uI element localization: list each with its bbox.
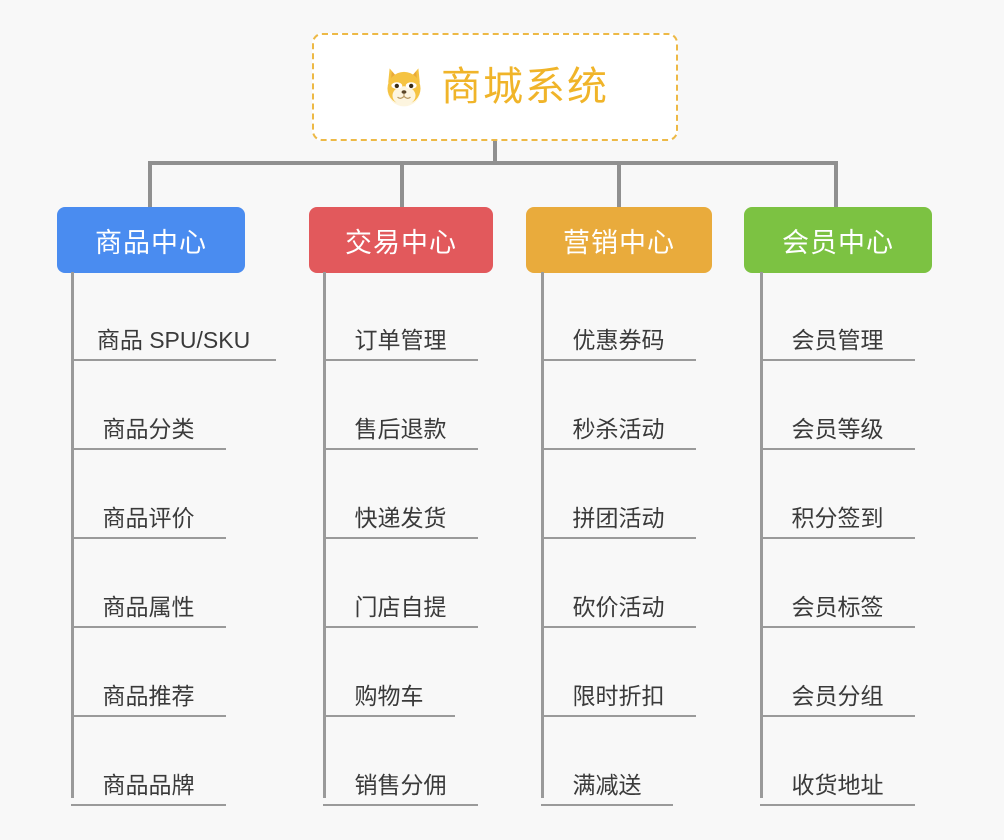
root-node-mall-system[interactable]: 商城系统 [312, 33, 678, 141]
horizontal-bus-connector [148, 161, 838, 165]
leaf-item-label: 商品品牌 [102, 771, 195, 798]
leaf-item-label: 商品推荐 [102, 682, 195, 709]
leaf-item-label: 商品属性 [102, 593, 195, 620]
leaf-item[interactable]: 门店自提 [323, 539, 478, 628]
shiba-inu-icon [381, 64, 427, 110]
branch-connector-2 [400, 161, 404, 207]
leaf-item[interactable]: 销售分佣 [323, 717, 478, 806]
leaf-item-label: 满减送 [572, 771, 642, 798]
category-header-2[interactable]: 交易中心 [309, 207, 493, 273]
category-header-label: 会员中心 [782, 227, 894, 258]
branch-connector-4 [834, 161, 838, 207]
leaf-item-label: 门店自提 [354, 593, 447, 620]
leaf-item[interactable]: 积分签到 [760, 450, 915, 539]
leaf-item[interactable]: 商品品牌 [71, 717, 226, 806]
leaf-item-label: 积分签到 [791, 504, 884, 531]
leaf-item[interactable]: 限时折扣 [541, 628, 696, 717]
category-header-label: 商品中心 [95, 227, 207, 258]
leaf-item[interactable]: 商品分类 [71, 361, 226, 450]
leaf-item-label: 限时折扣 [572, 682, 665, 709]
leaf-item-label: 收货地址 [791, 771, 884, 798]
leaf-item-label: 秒杀活动 [572, 415, 665, 442]
leaf-item[interactable]: 会员标签 [760, 539, 915, 628]
leaf-item[interactable]: 商品 SPU/SKU [71, 272, 276, 361]
leaf-item[interactable]: 会员分组 [760, 628, 915, 717]
root-node-label: 商城系统 [441, 65, 609, 109]
leaf-item-label: 会员等级 [791, 415, 884, 442]
column-trunk-line [71, 272, 74, 798]
leaf-item-label: 会员标签 [791, 593, 884, 620]
leaf-item[interactable]: 秒杀活动 [541, 361, 696, 450]
column-trunk-line [541, 272, 544, 798]
leaf-item[interactable]: 订单管理 [323, 272, 478, 361]
leaf-item[interactable]: 拼团活动 [541, 450, 696, 539]
leaf-item-label: 拼团活动 [572, 504, 665, 531]
leaf-item[interactable]: 商品属性 [71, 539, 226, 628]
leaf-item-label: 会员分组 [791, 682, 884, 709]
leaf-item-label: 订单管理 [354, 326, 447, 353]
leaf-item-label: 砍价活动 [572, 593, 665, 620]
leaf-item-label: 优惠券码 [572, 326, 665, 353]
leaf-item-label: 商品 SPU/SKU [96, 326, 251, 353]
leaf-item-label: 售后退款 [354, 415, 447, 442]
leaf-item[interactable]: 商品评价 [71, 450, 226, 539]
leaf-item[interactable]: 售后退款 [323, 361, 478, 450]
leaf-item-label: 购物车 [354, 682, 424, 709]
leaf-item-label: 快递发货 [354, 504, 447, 531]
category-header-4[interactable]: 会员中心 [744, 207, 932, 273]
leaf-item[interactable]: 会员等级 [760, 361, 915, 450]
root-stem-connector [493, 141, 497, 164]
leaf-item[interactable]: 满减送 [541, 717, 673, 806]
leaf-item-label: 商品分类 [102, 415, 195, 442]
leaf-item[interactable]: 会员管理 [760, 272, 915, 361]
leaf-item-label: 销售分佣 [354, 771, 447, 798]
leaf-item[interactable]: 优惠券码 [541, 272, 696, 361]
leaf-item[interactable]: 砍价活动 [541, 539, 696, 628]
column-trunk-line [323, 272, 326, 798]
category-header-label: 营销中心 [563, 227, 675, 258]
category-header-3[interactable]: 营销中心 [526, 207, 712, 273]
leaf-item[interactable]: 商品推荐 [71, 628, 226, 717]
leaf-item-label: 商品评价 [102, 504, 195, 531]
branch-connector-1 [148, 161, 152, 207]
branch-connector-3 [617, 161, 621, 207]
leaf-item[interactable]: 快递发货 [323, 450, 478, 539]
category-header-1[interactable]: 商品中心 [57, 207, 245, 273]
column-trunk-line [760, 272, 763, 798]
leaf-item[interactable]: 收货地址 [760, 717, 915, 806]
leaf-item[interactable]: 购物车 [323, 628, 455, 717]
category-header-label: 交易中心 [345, 227, 457, 258]
leaf-item-label: 会员管理 [791, 326, 884, 353]
